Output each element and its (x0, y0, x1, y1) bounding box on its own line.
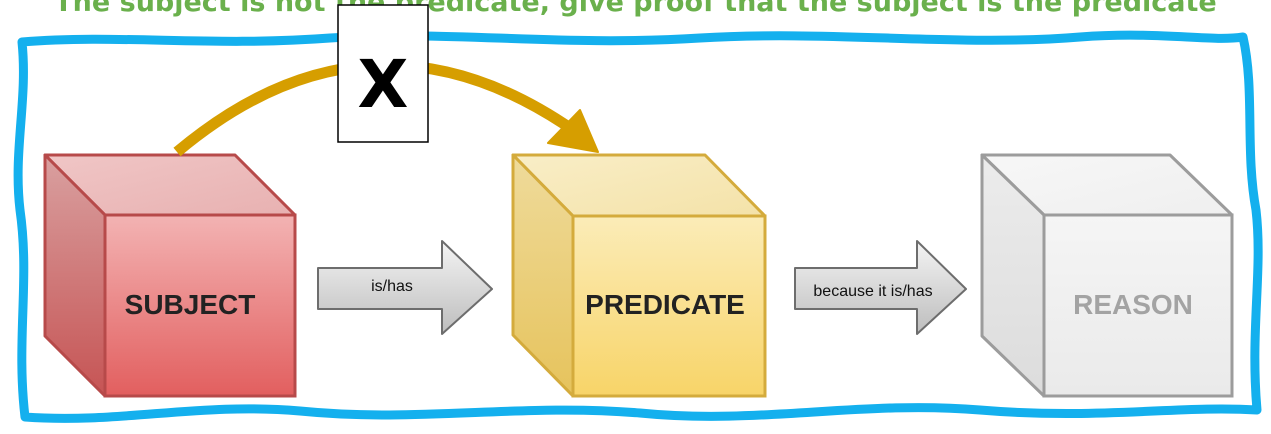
negation-box-frame (337, 4, 429, 143)
is-has-arrow: is/has (317, 240, 493, 335)
reason-label: REASON (1073, 289, 1193, 320)
subject-cube-front (103, 213, 297, 398)
negation-x-mark: X (358, 46, 409, 123)
predicate-cube-front (571, 214, 767, 398)
predicate-cube: PREDICATE (511, 153, 767, 398)
is-has-arrow-label: is/has (371, 278, 413, 295)
reason-cube-front (1042, 213, 1234, 398)
frame-border (13, 30, 1263, 423)
predicate-label: PREDICATE (585, 289, 745, 320)
subject-label: SUBJECT (125, 289, 256, 320)
because-arrow: because it is/has (794, 240, 967, 335)
because-arrow-shape (794, 240, 967, 335)
subject-cube: SUBJECT (43, 153, 297, 398)
negation-box: X (337, 4, 429, 143)
because-arrow-label: because it is/has (813, 283, 932, 300)
curved-arrow-head (547, 109, 599, 153)
is-has-arrow-shape (317, 240, 493, 335)
reason-cube: REASON (980, 153, 1234, 398)
